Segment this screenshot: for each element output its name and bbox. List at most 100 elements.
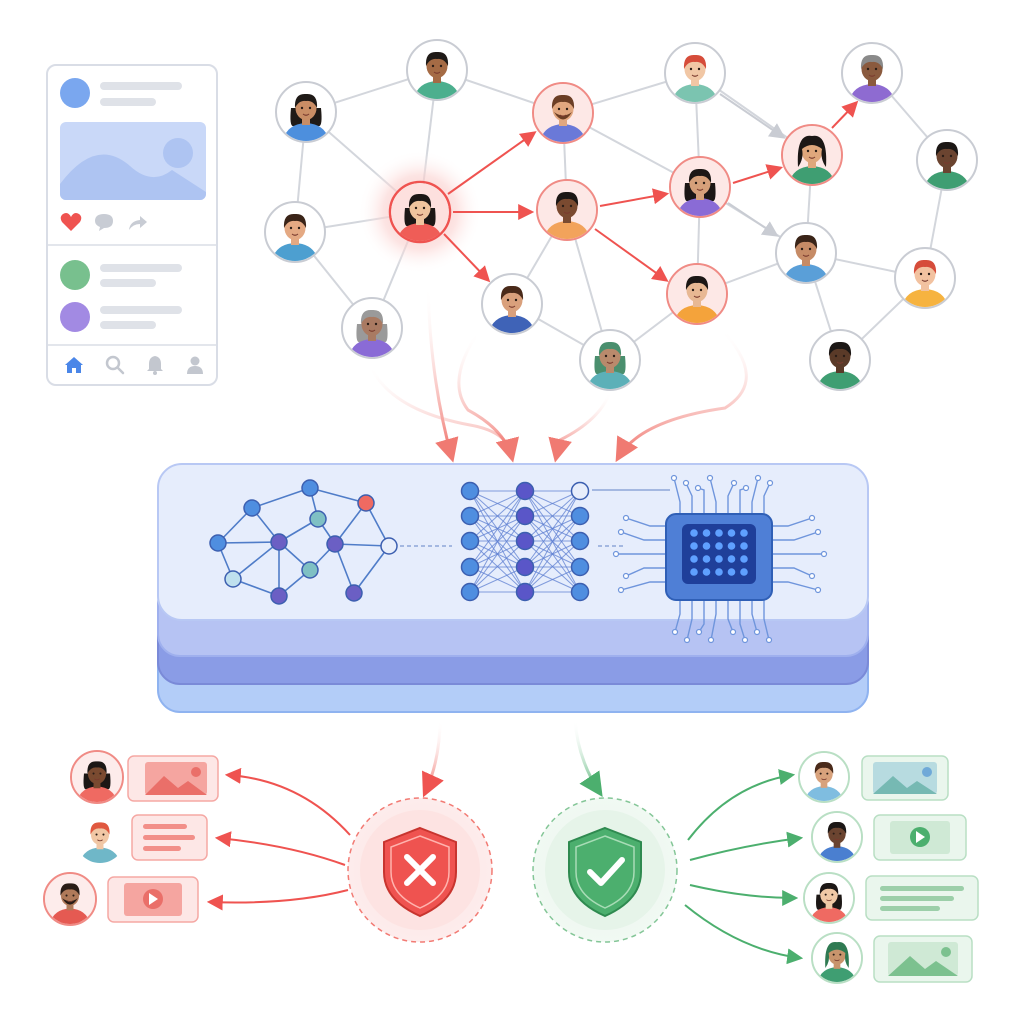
- nn-node: [460, 506, 480, 526]
- approved-arrows: [684, 769, 804, 965]
- approved-video-card: [873, 814, 967, 861]
- comment-icon[interactable]: [93, 212, 115, 232]
- approved-outcome: [532, 797, 678, 943]
- data-flow-curves: [368, 283, 748, 463]
- chip-cell: [740, 542, 748, 550]
- search-icon[interactable]: [104, 354, 126, 376]
- approved-text-card: [865, 875, 979, 921]
- chip-cell: [740, 529, 748, 537]
- gnn-node: [270, 587, 288, 605]
- chip-cell: [715, 542, 723, 550]
- person-avatar: [536, 179, 598, 241]
- chip-cell: [702, 542, 711, 550]
- gnn-node: [270, 533, 288, 551]
- nn-node: [460, 481, 480, 501]
- nn-node: [515, 506, 535, 526]
- chip-traces: [612, 474, 828, 644]
- nn-node: [460, 531, 480, 551]
- blocked-image-card: [127, 755, 219, 802]
- approved-content-list: [861, 755, 979, 983]
- nn-node: [515, 557, 535, 577]
- person-avatar: [916, 129, 978, 191]
- person-avatar: [73, 811, 127, 865]
- comment-line: [100, 279, 156, 287]
- nn-node: [515, 481, 535, 501]
- chip-cell: [702, 568, 711, 576]
- chip-cell: [740, 568, 748, 576]
- chip-cell: [727, 568, 736, 576]
- chip-cell: [690, 542, 698, 550]
- nn-node: [515, 582, 535, 602]
- person-avatar: [275, 81, 337, 143]
- approved-image-card: [873, 935, 973, 983]
- chip-cell: [715, 568, 723, 576]
- ai-chip-icon: [592, 474, 828, 644]
- approved-image-card: [861, 755, 949, 801]
- user-avatar-icon: [60, 302, 90, 332]
- profile-icon[interactable]: [184, 354, 206, 376]
- nn-node: [460, 557, 480, 577]
- nn-node: [515, 531, 535, 551]
- gnn-node: [357, 494, 375, 512]
- blocked-outcome: [347, 797, 493, 943]
- person-avatar: [841, 42, 903, 104]
- gnn-node: [380, 537, 398, 555]
- person-avatar: [264, 201, 326, 263]
- chip-cell: [690, 555, 698, 563]
- comment-line: [100, 264, 182, 272]
- person-avatar: [43, 872, 97, 926]
- network-edges-arrowed: [719, 93, 786, 237]
- user-avatar-icon: [60, 78, 90, 108]
- person-avatar: [811, 932, 863, 984]
- home-icon[interactable]: [63, 354, 85, 376]
- chip-cell: [740, 555, 748, 563]
- chip-grid: [690, 529, 748, 576]
- image-placeholder-icon: [60, 122, 206, 200]
- comment-line: [100, 306, 182, 314]
- graph-neural-network: [209, 479, 452, 605]
- chip-cell: [690, 529, 698, 537]
- gnn-node: [224, 570, 242, 588]
- person-avatar: [664, 42, 726, 104]
- gnn-node: [309, 510, 327, 528]
- chip-core: [682, 524, 756, 584]
- person-avatar: [341, 297, 403, 359]
- person-avatar: [894, 247, 956, 309]
- person-avatar: [809, 329, 871, 391]
- avatars-layer: [43, 39, 978, 984]
- chip-cell: [702, 555, 711, 563]
- neural-network: [460, 481, 590, 602]
- chip-cell: [715, 529, 723, 537]
- person-avatar: [781, 124, 843, 186]
- gnn-node: [345, 584, 363, 602]
- nn-node: [570, 582, 590, 602]
- chip-cell: [715, 555, 723, 563]
- nn-node: [460, 582, 480, 602]
- bell-icon[interactable]: [144, 354, 166, 376]
- social-feed-card: [46, 64, 218, 386]
- gnn-node: [243, 499, 261, 517]
- person-avatar: [70, 750, 124, 804]
- chip-cell: [702, 529, 711, 537]
- ml-platform: [157, 463, 869, 713]
- blocked-text-card: [131, 814, 208, 861]
- gnn-node: [209, 534, 227, 552]
- spread-path-arrows: [443, 100, 859, 283]
- gnn-node: [301, 561, 319, 579]
- feed-divider: [48, 244, 216, 246]
- post-author-line: [100, 82, 182, 90]
- chip-cell: [727, 542, 736, 550]
- nn-node: [570, 531, 590, 551]
- person-avatar: [798, 751, 850, 803]
- blocked-arrows: [206, 767, 351, 911]
- person-avatar: [481, 273, 543, 335]
- share-icon[interactable]: [126, 212, 148, 232]
- chip-cell: [727, 529, 736, 537]
- person-avatar: [406, 39, 468, 101]
- user-avatar-icon: [60, 260, 90, 290]
- heart-icon[interactable]: [60, 212, 82, 232]
- blocked-content-list: [107, 755, 219, 923]
- nav-divider: [48, 344, 216, 346]
